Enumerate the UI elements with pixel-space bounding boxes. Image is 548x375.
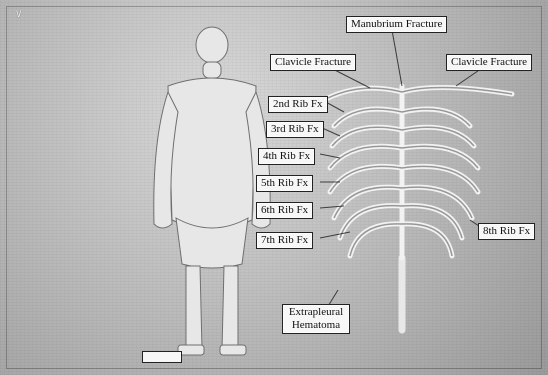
label-clavicle-fracture-left: Clavicle Fracture xyxy=(270,54,356,71)
label-extrapleural-hematoma: Extrapleural Hematoma xyxy=(282,304,350,334)
label-rib-3: 3rd Rib Fx xyxy=(266,121,324,138)
label-rib-4: 4th Rib Fx xyxy=(258,148,315,165)
human-silhouette xyxy=(154,27,270,355)
label-rib-5: 5th Rib Fx xyxy=(256,175,313,192)
label-extrapleural-hematoma-line2: Hematoma xyxy=(292,319,340,331)
label-rib-7: 7th Rib Fx xyxy=(256,232,313,249)
label-clavicle-fracture-right: Clavicle Fracture xyxy=(446,54,532,71)
label-rib-2: 2nd Rib Fx xyxy=(268,96,328,113)
bottom-tag xyxy=(142,351,182,363)
rib-cage xyxy=(328,86,512,330)
label-rib-8: 8th Rib Fx xyxy=(478,223,535,240)
label-rib-6: 6th Rib Fx xyxy=(256,202,313,219)
label-manubrium-fracture: Manubrium Fracture xyxy=(346,16,447,33)
label-extrapleural-hematoma-line1: Extrapleural xyxy=(289,306,343,318)
